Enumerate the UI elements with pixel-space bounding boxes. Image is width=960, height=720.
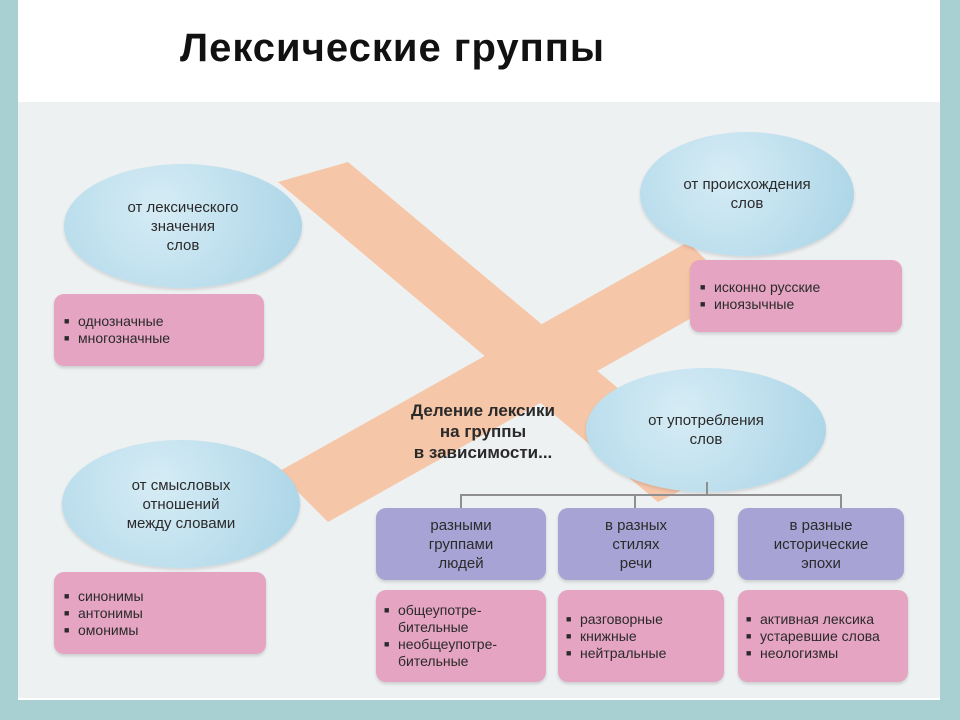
bullet-icon: ■ (700, 299, 706, 309)
list-epochs: ■активная лексика ■устаревшие слова ■нео… (738, 590, 908, 682)
bullet-icon: ■ (746, 613, 752, 624)
circle-text: от смысловых (131, 476, 231, 494)
bullet-icon: ■ (384, 605, 390, 615)
list-semantic-relations: ■синонимы ■антонимы ■омонимы (54, 572, 266, 654)
connector-horizontal (460, 494, 842, 496)
list-item: ■активная лексика (746, 610, 875, 627)
circle-text: от употребления (648, 412, 764, 429)
subgroup-people: разными группами людей (376, 508, 546, 580)
circle-text: между словами (126, 514, 236, 532)
list-item: ■неологизмы (746, 644, 839, 661)
bullet-icon: ■ (566, 630, 572, 641)
bullet-icon: ■ (64, 316, 70, 326)
list-origin: ■исконно русские ■иноязычные (690, 260, 902, 332)
circle-text: значения (150, 217, 216, 235)
cross-arm-2 (278, 242, 738, 522)
list-item: ■однозначные (64, 313, 164, 329)
list-item: ■нейтральные (566, 644, 667, 661)
bullet-icon: ■ (384, 639, 390, 649)
list-people: ■общеупотре-бительные ■необщеупотре-бите… (376, 590, 546, 682)
list-item: ■общеупотре-бительные (384, 602, 482, 635)
connector-vertical-right (840, 494, 842, 508)
circle-text: от происхождения (683, 176, 811, 193)
bullet-icon: ■ (566, 647, 572, 658)
list-item: ■разговорные (566, 610, 663, 627)
list-item: ■книжные (566, 627, 637, 644)
list-item: ■иноязычные (700, 296, 795, 312)
connector-vertical-left (460, 494, 462, 508)
connector-vertical-middle (634, 494, 636, 508)
list-item: ■синонимы (64, 587, 144, 604)
bullet-icon: ■ (64, 333, 70, 343)
circle-usage: от употребления слов (586, 368, 826, 492)
list-styles: ■разговорные ■книжные ■нейтральные (558, 590, 724, 682)
bullet-icon: ■ (64, 624, 70, 635)
diagram: Деление лексики на группы в зависимости.… (18, 102, 940, 698)
subgroup-styles: в разных стилях речи (558, 508, 714, 580)
subgroup-epochs: в разные исторические эпохи (738, 508, 904, 580)
connector-vertical-main (706, 482, 708, 494)
center-line-1: Деление лексики (411, 401, 555, 420)
center-label: Деление лексики на группы в зависимости.… (348, 400, 618, 463)
circle-origin: от происхождения слов (640, 132, 854, 256)
list-item: ■исконно русские (700, 279, 821, 295)
center-line-3: в зависимости... (413, 443, 553, 462)
list-lexical-meaning: ■однозначные ■многозначные (54, 294, 264, 366)
list-item: ■антонимы (64, 604, 143, 621)
bullet-icon: ■ (700, 282, 706, 292)
circle-text: слов (730, 195, 764, 212)
circle-text: слов (166, 236, 200, 254)
circle-text: отношений (142, 495, 220, 513)
center-line-2: на группы (439, 422, 527, 441)
bullet-icon: ■ (64, 590, 70, 601)
bullet-icon: ■ (746, 630, 752, 641)
bullet-icon: ■ (746, 647, 752, 658)
list-item: ■омонимы (64, 621, 139, 638)
list-item: ■устаревшие слова (746, 627, 880, 644)
circle-text: от лексического (127, 198, 239, 216)
circle-semantic-relations: от смысловых отношений между словами (62, 440, 300, 568)
slide-title: Лексические группы (180, 26, 606, 70)
bullet-icon: ■ (64, 607, 70, 618)
list-item: ■многозначные (64, 330, 171, 346)
circle-text: слов (689, 431, 723, 448)
list-item: ■необщеупотре-бительные (384, 636, 498, 669)
circle-lexical-meaning: от лексического значения слов (64, 164, 302, 288)
bullet-icon: ■ (566, 613, 572, 624)
